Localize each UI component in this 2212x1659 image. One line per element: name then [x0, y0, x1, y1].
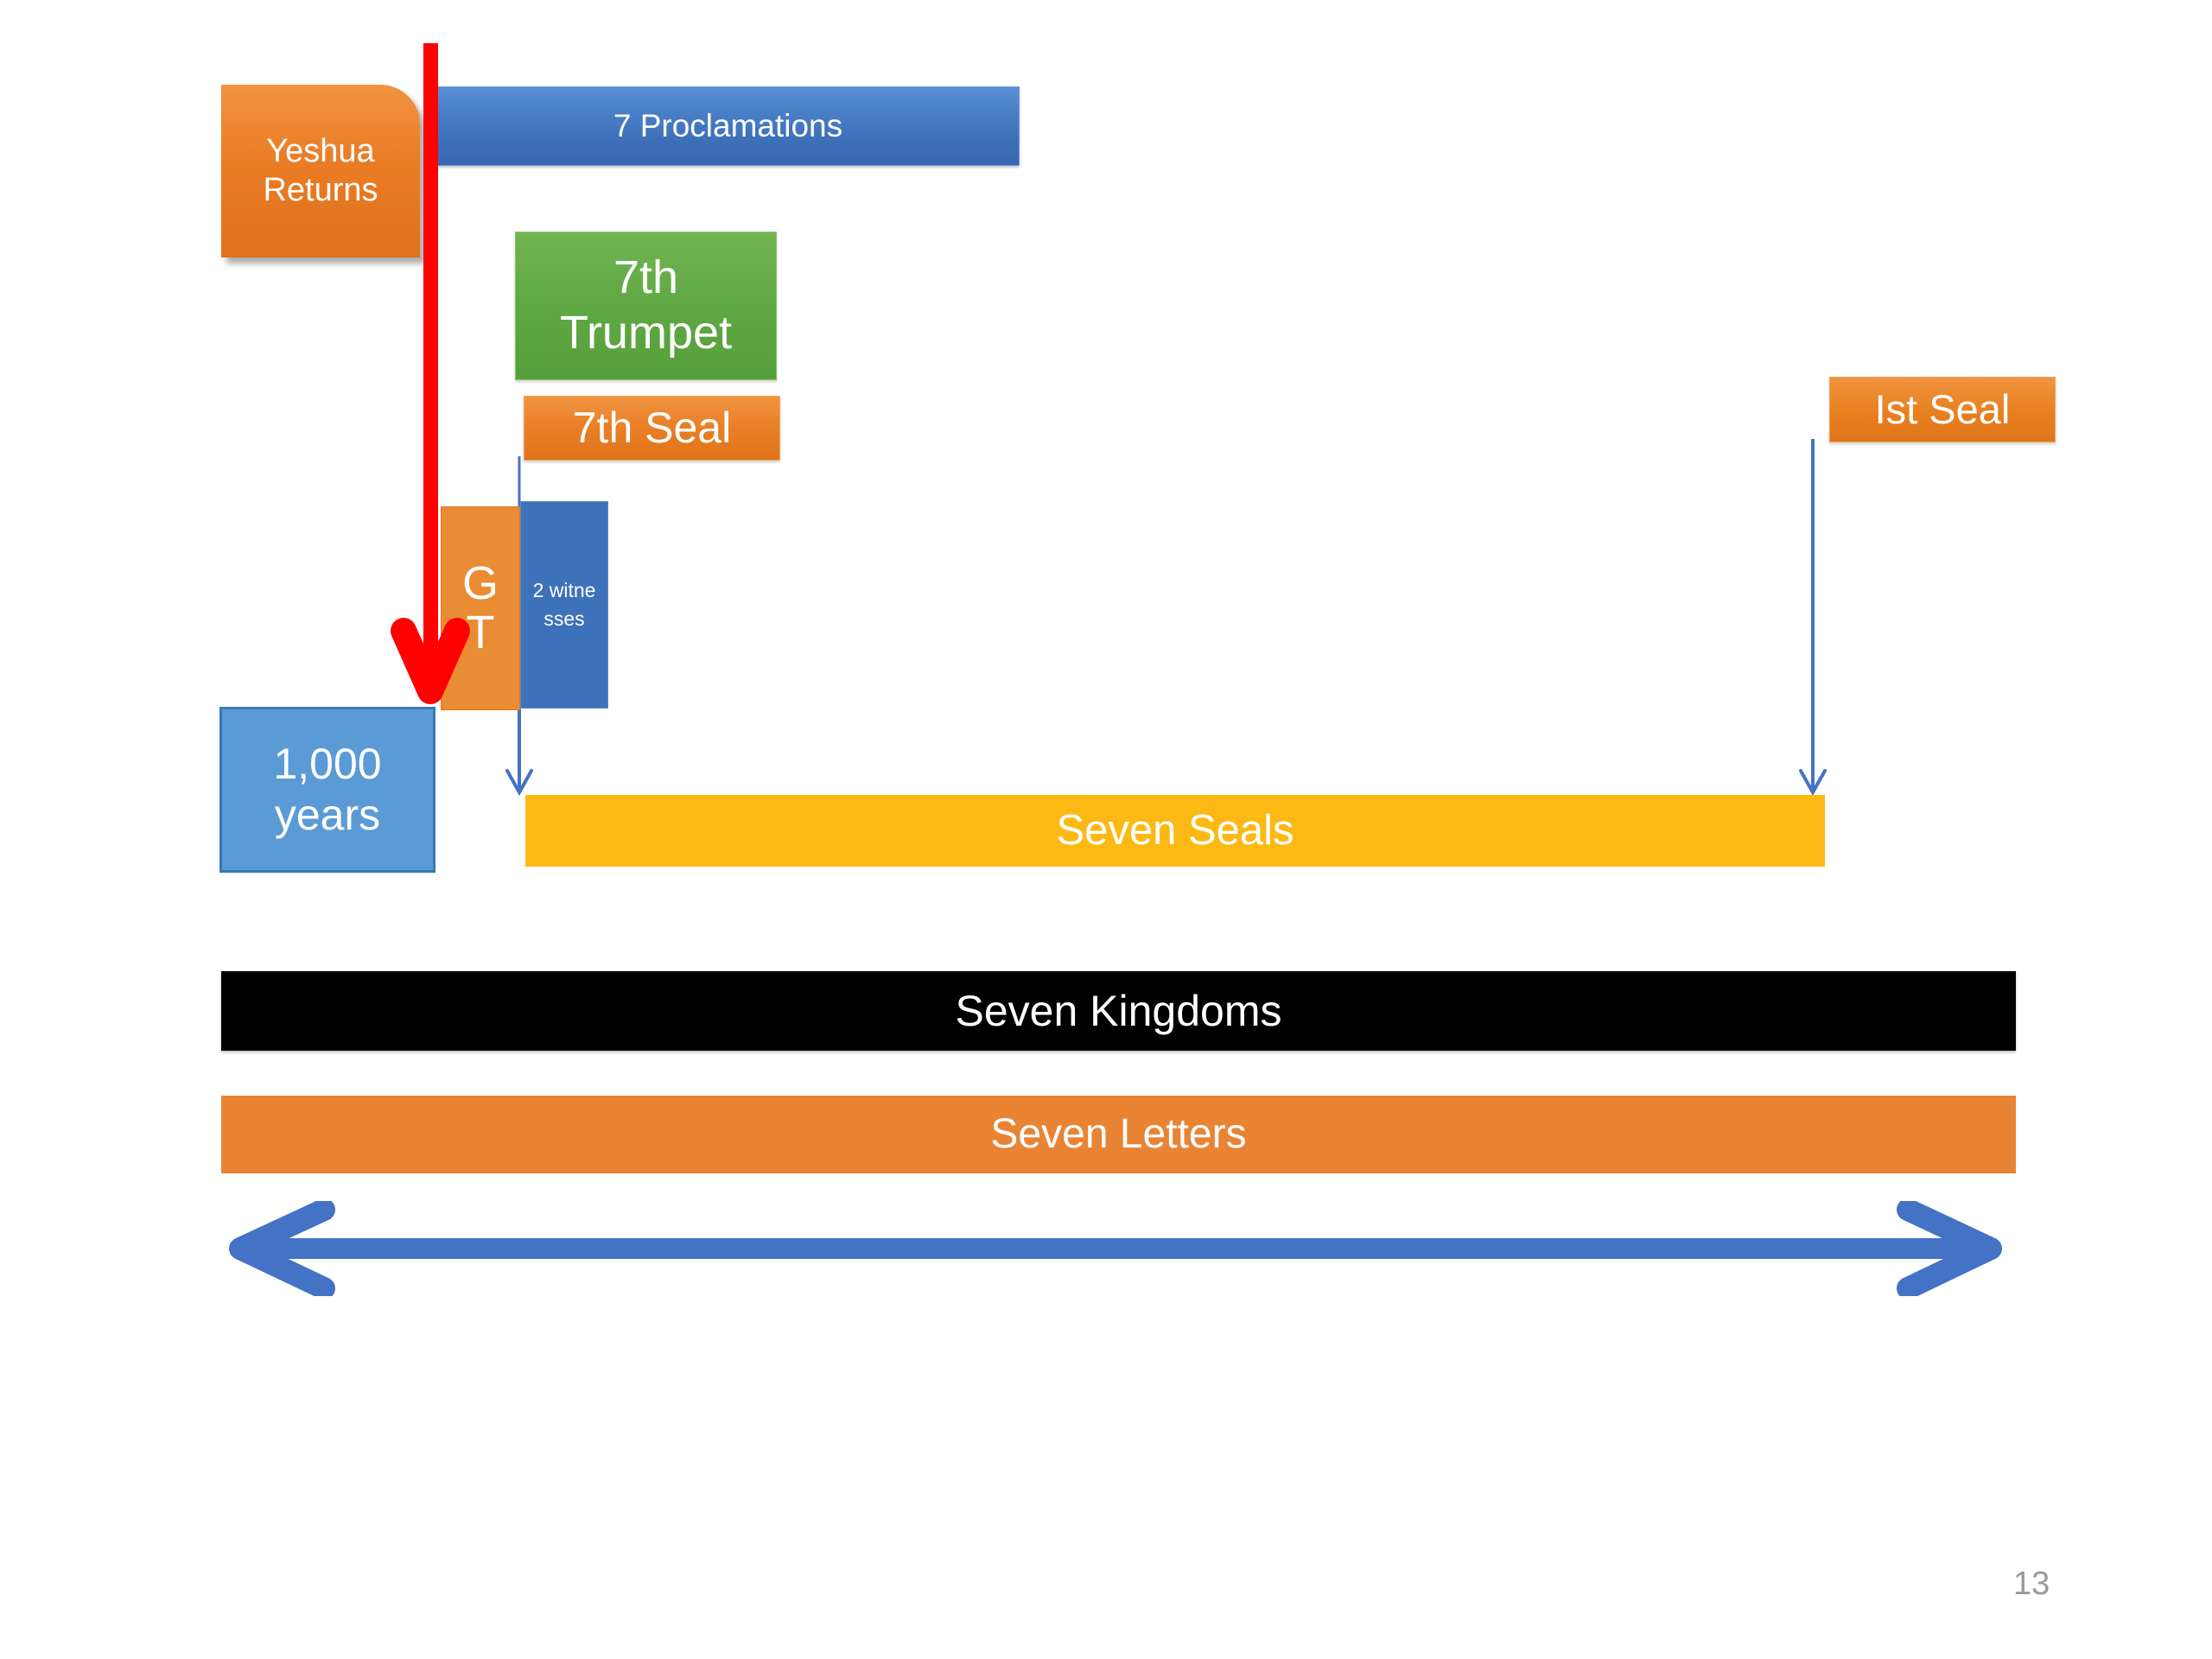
great-tribulation-box[interactable]: G T — [441, 506, 520, 710]
red-down-arrow-icon — [391, 43, 470, 704]
two-witnesses-box[interactable]: 2 witnesses — [520, 501, 608, 709]
seventh-seal-box[interactable]: 7th Seal — [524, 396, 780, 461]
yeshua-returns-label-line1: Yeshua — [266, 133, 375, 170]
arrow-two-witnesses-to-seven-seals — [505, 705, 533, 797]
thousand-years-label-line1: 1,000 — [273, 740, 382, 788]
seven-kingdoms-bar[interactable]: Seven Kingdoms — [221, 971, 2016, 1051]
seven-seals-label: Seven Seals — [1056, 806, 1294, 854]
seven-seals-bar[interactable]: Seven Seals — [525, 795, 1825, 867]
two-witnesses-label: 2 witnesses — [532, 578, 596, 630]
timeline-double-arrow-icon — [229, 1201, 2002, 1296]
first-seal-label: Ist Seal — [1874, 386, 2011, 433]
great-tribulation-label-line2: T — [466, 607, 495, 658]
seven-kingdoms-label: Seven Kingdoms — [955, 986, 1282, 1035]
seventh-trumpet-box[interactable]: 7th Trumpet — [515, 232, 777, 380]
seven-proclamations-bar[interactable]: 7 Proclamations — [436, 86, 1020, 166]
page-number: 13 — [2013, 1566, 2050, 1602]
great-tribulation-label-line1: G — [461, 557, 499, 610]
seven-letters-label: Seven Letters — [990, 1110, 1247, 1157]
yeshua-returns-box[interactable]: Yeshua Returns — [221, 85, 420, 257]
thousand-years-box[interactable]: 1,000 years — [219, 707, 435, 873]
seventh-seal-label: 7th Seal — [572, 404, 732, 452]
arrow-first-seal-to-seven-seals — [1799, 439, 1827, 797]
first-seal-box[interactable]: Ist Seal — [1829, 377, 2056, 442]
thousand-years-label-line2: years — [274, 791, 381, 839]
yeshua-returns-label-line2: Returns — [263, 172, 378, 208]
seven-proclamations-label: 7 Proclamations — [613, 108, 843, 144]
seventh-trumpet-label-line2: Trumpet — [559, 307, 733, 359]
seventh-trumpet-label-line1: 7th — [613, 251, 679, 304]
seven-letters-bar[interactable]: Seven Letters — [221, 1096, 2016, 1173]
